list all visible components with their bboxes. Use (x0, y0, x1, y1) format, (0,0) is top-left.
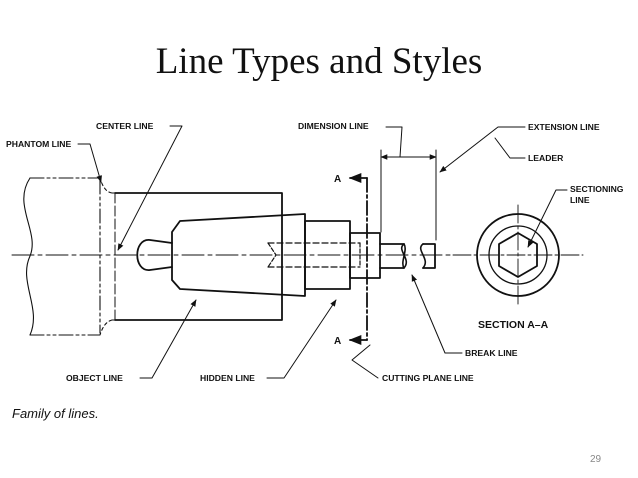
label-leaders (77, 125, 463, 379)
page-number: 29 (590, 454, 602, 465)
section-view (452, 189, 584, 306)
dimension-group (380, 126, 526, 241)
phantom-shaft (23, 177, 116, 336)
label-center-line: CENTER LINE (96, 121, 154, 131)
label-dimension-line: DIMENSION LINE (298, 121, 369, 131)
cutting-plane: A A (334, 172, 368, 347)
hidden-lines (267, 242, 361, 268)
label-sectioning-line-1: SECTIONING (570, 184, 624, 194)
slide-title: Line Types and Styles (155, 41, 483, 82)
cutting-plane-arrow-bottom-label: A (334, 336, 341, 347)
label-hidden-line: HIDDEN LINE (200, 373, 255, 383)
label-break-line: BREAK LINE (465, 348, 518, 358)
figure-caption: Family of lines. (12, 406, 99, 421)
label-phantom-line: PHANTOM LINE (6, 139, 72, 149)
label-section-a-a: SECTION A–A (478, 319, 549, 331)
object-outline (114, 192, 436, 321)
label-object-line: OBJECT LINE (66, 373, 123, 383)
label-cutting-plane-line: CUTTING PLANE LINE (382, 373, 474, 383)
cutting-plane-arrow-top-label: A (334, 174, 341, 185)
label-extension-line: EXTENSION LINE (528, 122, 600, 132)
label-leader: LEADER (528, 153, 564, 163)
label-sectioning-line-2: LINE (570, 195, 590, 205)
